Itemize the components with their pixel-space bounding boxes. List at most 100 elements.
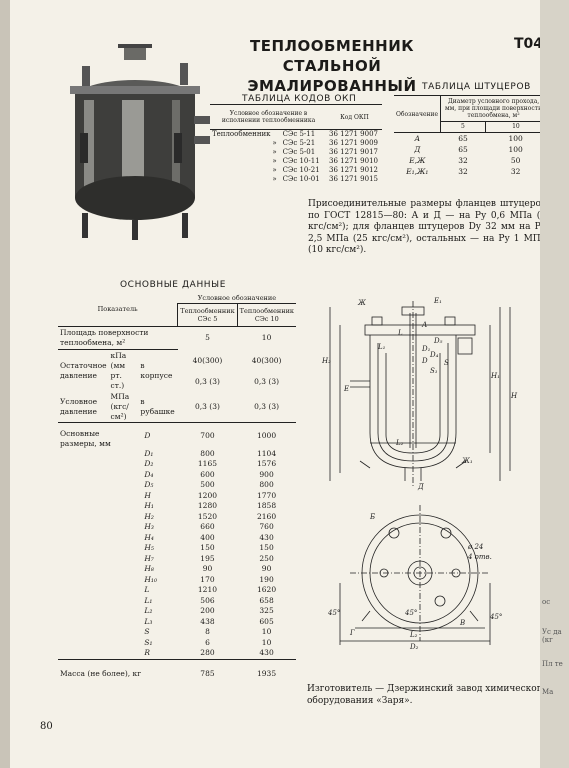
label-angle-2: 45° — [404, 609, 417, 617]
dim-a: 1280 — [197, 501, 217, 511]
row-symbol: Е₁,Ж₁ — [406, 167, 429, 176]
doc-code: Т04 — [514, 36, 544, 52]
kp1-b: 0,3 (3) — [254, 376, 280, 386]
page-title: ТЕПЛООБМЕННИК СТАЛЬНОЙ ЭМАЛИРОВАННЫЙ — [247, 37, 417, 95]
row-code: 36 1271 9007 — [329, 130, 378, 138]
area-label: Площадь поверхности теплообмена, м² — [58, 326, 178, 350]
rubash-label: в рубашке — [138, 391, 178, 423]
dim-b: 1770 — [257, 490, 277, 500]
dims-spacer — [58, 501, 138, 512]
label-s1: S₁ — [430, 367, 438, 375]
dim-a: 800 — [200, 448, 215, 458]
manufacturer-note: Изготовитель — Дзержинский завод химичес… — [307, 684, 547, 706]
dim-b: 1104 — [257, 448, 277, 458]
dim-symbol: D — [144, 430, 151, 440]
row-code: 36 1271 9015 — [329, 175, 378, 183]
main-h-a: Теплообменник СЭс 5 — [177, 303, 238, 327]
dim-a: 6 — [205, 637, 210, 647]
label-e: Е — [343, 385, 349, 393]
sht-c10: 10 — [485, 120, 546, 134]
dim-symbol: H₄ — [144, 532, 154, 542]
dim-symbol: R — [144, 648, 151, 658]
mass-b: 1935 — [237, 658, 296, 688]
row-val10: 32 — [510, 167, 521, 176]
label-d4: D₄ — [429, 351, 439, 359]
dim-b: 760 — [259, 522, 274, 532]
dims-spacer — [58, 554, 138, 565]
label-zh: Ж — [357, 299, 367, 307]
dims-spacer — [58, 491, 138, 502]
dims-spacer — [58, 522, 138, 533]
dims-spacer — [58, 449, 138, 460]
sht-col2: Диаметр условного прохода, мм, при площа… — [440, 95, 546, 122]
dim-symbol: H₈ — [144, 564, 154, 574]
label-v: В — [459, 619, 465, 627]
dim-b: 658 — [259, 595, 274, 605]
row-val5: 65 — [458, 134, 468, 143]
dim-a: 150 — [200, 543, 215, 553]
dims-spacer — [58, 480, 138, 491]
dim-a: 195 — [200, 553, 215, 563]
usl-label: Условное давление — [58, 391, 109, 423]
usl-a: 0,3 (3) — [177, 391, 238, 423]
dim-b: 800 — [259, 480, 274, 490]
label-b: Б — [369, 513, 375, 521]
dim-b: 250 — [259, 553, 274, 563]
dim-a: 700 — [200, 430, 215, 440]
edge-fragment: Пл те — [542, 660, 563, 668]
dims-label: Основные размеры, мм — [60, 428, 111, 448]
okp-col1: Условное обозначение в исполнении теплоо… — [210, 104, 327, 130]
dim-a: 1165 — [197, 459, 217, 469]
dims-spacer — [58, 596, 138, 607]
flange-paragraph: Присоединительные размеры фланцев штуцер… — [308, 199, 546, 255]
label-d1: D₁ — [421, 345, 431, 353]
dim-a: 1520 — [197, 511, 217, 521]
mass-a: 785 — [177, 658, 238, 688]
dims-spacer — [58, 470, 138, 481]
dim-b: 1576 — [257, 459, 277, 469]
dim-b: 605 — [259, 616, 274, 626]
label-h1: H₁ — [490, 372, 500, 380]
edge-fragment: ос — [542, 598, 551, 606]
dim-a: 1210 — [197, 585, 217, 595]
row-name: СЭс 5-01 — [282, 148, 316, 156]
dim-b: 2160 — [257, 511, 277, 521]
dim-symbol: D₂ — [144, 459, 154, 469]
row-prefix: » — [272, 139, 277, 147]
row-val5: 65 — [458, 145, 468, 154]
label-l2: L₂ — [395, 439, 404, 447]
label-plan-l2: L₂ — [409, 631, 418, 639]
okp-col2: Код ОКП — [326, 104, 382, 130]
korpus-label: в корпусе — [140, 360, 173, 380]
row-prefix: » — [272, 175, 277, 183]
dims-spacer — [58, 627, 138, 638]
heat-exchanger-photo — [62, 38, 212, 243]
label-e1: Е₁ — [433, 297, 442, 305]
row-symbol: Е,Ж — [409, 156, 426, 165]
main-caption: ОСНОВНЫЕ ДАННЫЕ — [120, 280, 227, 290]
dim-symbol: L₁ — [144, 595, 153, 605]
row-code: 36 1271 9017 — [329, 148, 378, 156]
document-page: ТЕПЛООБМЕННИК СТАЛЬНОЙ ЭМАЛИРОВАННЫЙ Т04… — [10, 0, 547, 768]
dims-spacer — [58, 533, 138, 544]
row-code: 36 1271 9010 — [329, 157, 378, 165]
row-val5: 32 — [458, 156, 468, 165]
dim-b: 900 — [259, 469, 274, 479]
dims-spacer — [58, 564, 138, 575]
main-h-b: Теплообменник СЭс 10 — [236, 303, 296, 327]
row-code: 36 1271 9012 — [329, 166, 378, 174]
